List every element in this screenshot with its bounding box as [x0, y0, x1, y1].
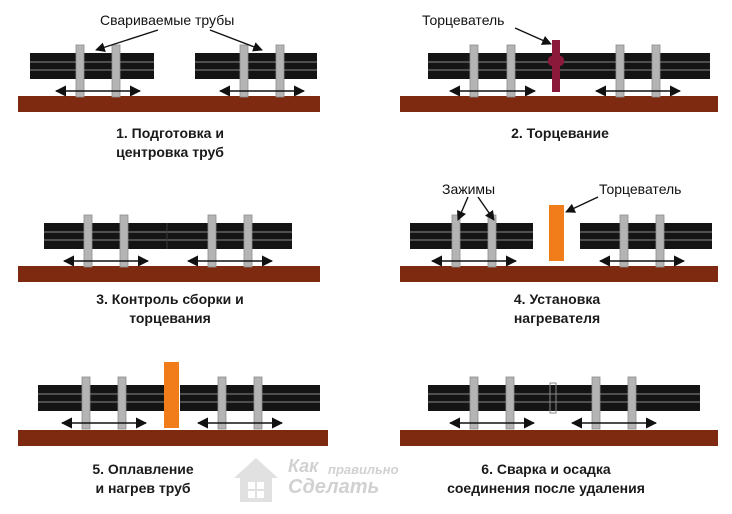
site-watermark: Как правильно Сделать [228, 450, 428, 510]
clamp-s2-right-1 [615, 44, 625, 98]
clamp-s6-right-1 [591, 376, 601, 430]
clamp-s2-left-1 [469, 44, 479, 98]
welded-pipes-label: Свариваемые трубы [100, 12, 235, 28]
base-plate-s5 [18, 430, 328, 446]
step-1-caption: 1. Подготовка и центровка труб [116, 124, 224, 162]
step-4-caption: 4. Установка нагревателя [514, 290, 600, 328]
clamp-s4-left-2 [487, 214, 497, 268]
watermark-word-2: правильно [328, 462, 399, 477]
clamp-s6-right-2 [627, 376, 637, 430]
clamps-label: Зажимы [442, 181, 496, 197]
callout-arrow [565, 196, 599, 213]
pipe-s2-right [560, 53, 710, 79]
pipe-s1-right [195, 53, 317, 79]
clamp-s3-left-1 [83, 214, 93, 268]
clamp-s1-left-2 [111, 44, 121, 98]
clamp-s3-right-2 [243, 214, 253, 268]
pipe-s4-left [410, 223, 533, 249]
step-5-caption-line-2: и нагрев труб [95, 480, 191, 496]
step-3-caption-line-2: торцевания [129, 310, 211, 326]
pipe-s3 [44, 223, 292, 249]
step-6-caption-line-1: 6. Сварка и осадка [481, 461, 611, 477]
callout-arrow [209, 29, 263, 52]
callout-arrow [477, 196, 495, 221]
weld-bead [549, 382, 557, 414]
clamp-s1-right-1 [239, 44, 249, 98]
step-3-caption: 3. Контроль сборки и торцевания [96, 290, 244, 328]
clamp-s5-right-2 [253, 376, 263, 430]
watermark-word-1: Как [288, 456, 319, 476]
step-6-caption: 6. Сварка и осадка соединения после удал… [447, 460, 645, 498]
step-4-caption-line-2: нагревателя [513, 310, 601, 326]
house-logo-icon [234, 458, 278, 502]
base-layer [18, 96, 718, 446]
facer-top-label: Торцеватель [422, 12, 505, 28]
facer-mid-label: Торцеватель [599, 181, 682, 197]
clamp-s4-left-1 [451, 214, 461, 268]
step-1-caption-line-1: 1. Подготовка и [116, 125, 224, 141]
clamp-s5-left-2 [117, 376, 127, 430]
clamp-s6-left-2 [505, 376, 515, 430]
watermark-word-3: Сделать [288, 476, 380, 498]
base-plate-s2 [400, 96, 718, 112]
clamp-s4-right-2 [655, 214, 665, 268]
base-plate-s3 [18, 266, 320, 282]
clamp-s3-left-2 [119, 214, 129, 268]
step-1-caption-line-2: центровка труб [116, 144, 224, 160]
pipe-s6 [428, 385, 700, 411]
step-2-caption: 2. Торцевание [511, 124, 609, 143]
callout-arrow [514, 27, 552, 45]
heater-plate [164, 362, 179, 428]
clamp-s6-left-1 [469, 376, 479, 430]
pipe-s2-left [428, 53, 553, 79]
clamp-s5-right-1 [217, 376, 227, 430]
callout-arrow [457, 196, 469, 221]
clamp-s4-right-1 [619, 214, 629, 268]
step-6-caption-line-2: соединения после удаления [447, 480, 645, 496]
step-4-caption-line-1: 4. Установка [513, 291, 601, 307]
clamp-s3-right-1 [207, 214, 217, 268]
heater-plate [549, 205, 564, 261]
clamp-layer [75, 44, 665, 430]
pipe-s5-right [180, 385, 320, 411]
base-plate-s4 [400, 266, 718, 282]
pipe-s4-right [580, 223, 712, 249]
clamp-s1-left-1 [75, 44, 85, 98]
clamp-s1-right-2 [275, 44, 285, 98]
clamp-s2-right-2 [651, 44, 661, 98]
tool-layer [164, 40, 564, 428]
step-5-caption-line-1: 5. Оплавление [92, 461, 194, 477]
step-3-caption-line-1: 3. Контроль сборки и [96, 291, 244, 307]
step-2-caption-line-1: 2. Торцевание [511, 125, 609, 141]
clamp-s2-left-2 [506, 44, 516, 98]
base-plate-s1 [18, 96, 320, 112]
facer-tool-head [548, 56, 564, 66]
pipe-s5-left [38, 385, 168, 411]
step-5-caption: 5. Оплавление и нагрев труб [92, 460, 193, 498]
arrow-layer [54, 27, 686, 429]
base-plate-s6 [400, 430, 718, 446]
pipe-s1-left [30, 53, 154, 79]
callout-arrow [95, 29, 159, 52]
clamp-s5-left-1 [81, 376, 91, 430]
